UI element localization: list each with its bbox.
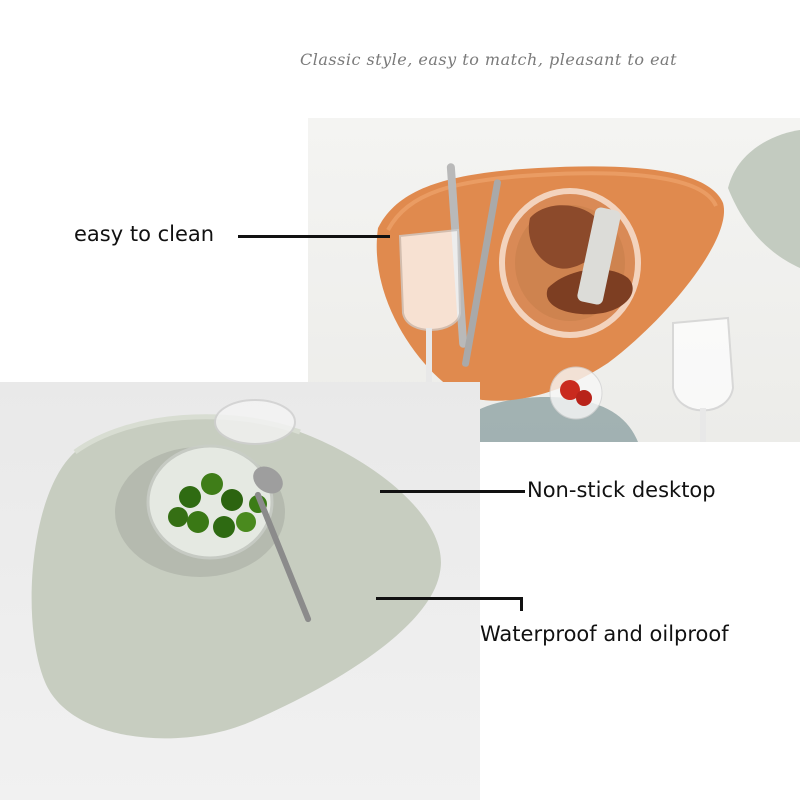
leader-line-water-tick [520,597,523,611]
feature-easy-to-clean: easy to clean [74,222,215,246]
leader-line-clean [238,235,390,238]
leader-line-nonstick [380,490,525,493]
leader-line-water [376,597,523,600]
feature-non-stick: Non-stick desktop [527,478,716,502]
sage-placemat-photo [0,382,480,800]
tagline: Classic style, easy to match, pleasant t… [300,50,678,69]
feature-waterproof: Waterproof and oilproof [480,622,729,646]
